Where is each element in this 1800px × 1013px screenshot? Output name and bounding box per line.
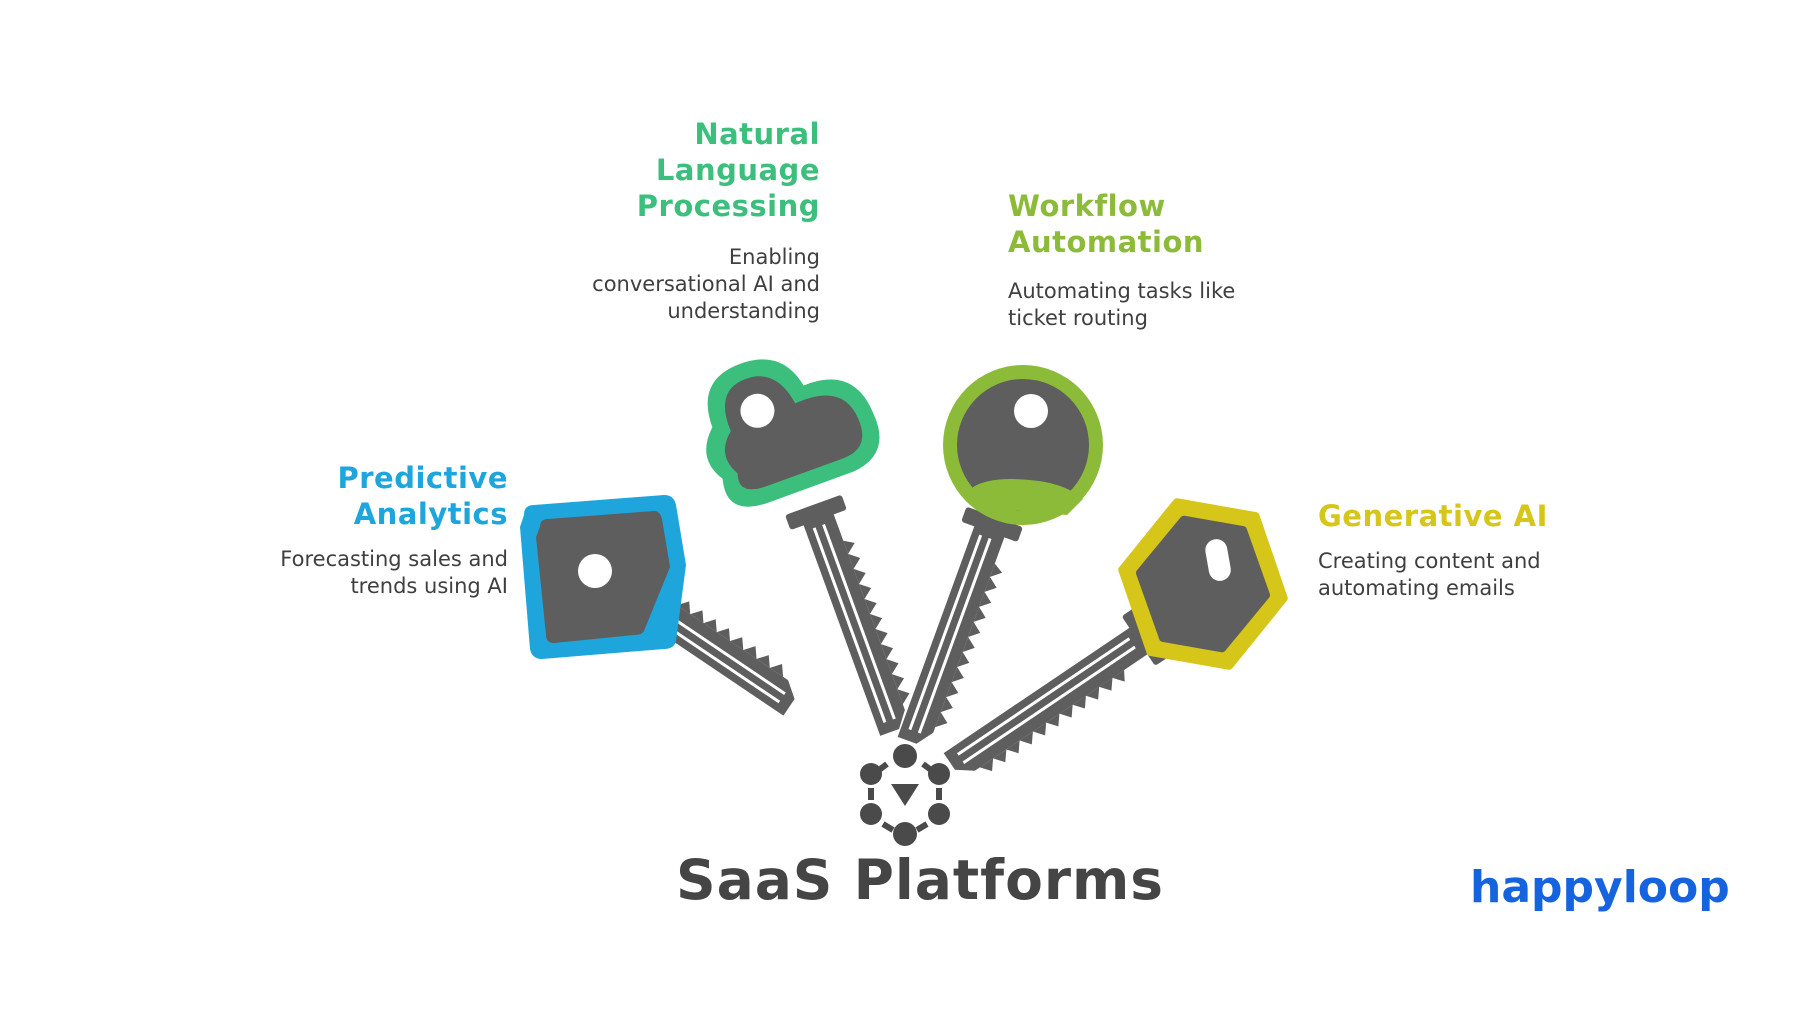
desc-line: understanding <box>667 299 820 323</box>
key-nlp <box>783 493 925 743</box>
desc-line: conversational AI and <box>592 272 820 296</box>
label-predictive: Predictive Analytics Forecasting sales a… <box>230 460 508 600</box>
label-workflow: Workflow Automation Automating tasks lik… <box>1008 188 1308 332</box>
title-line: Analytics <box>353 497 508 531</box>
label-title: Predictive Analytics <box>230 460 508 532</box>
title-line: Automation <box>1008 225 1205 259</box>
key-head-workflow <box>943 365 1103 525</box>
label-nlp: Natural Language Processing Enabling con… <box>540 116 820 325</box>
title-line: Workflow <box>1008 189 1166 223</box>
title-line: Language <box>655 153 820 187</box>
diagram-title: SaaS Platforms <box>675 848 1165 912</box>
title-line: Processing <box>636 189 820 223</box>
title-line: Generative AI <box>1318 499 1548 533</box>
label-description: Automating tasks like ticket routing <box>1008 278 1308 332</box>
desc-line: Automating tasks like <box>1008 279 1236 303</box>
desc-line: Forecasting sales and <box>280 547 508 571</box>
label-description: Creating content and automating emails <box>1318 548 1618 602</box>
desc-line: automating emails <box>1318 576 1515 600</box>
label-description: Forecasting sales and trends using AI <box>230 546 508 600</box>
title-line: Natural <box>694 117 820 151</box>
key-shaft <box>783 493 925 743</box>
key-head-nlp <box>706 359 880 507</box>
desc-line: trends using AI <box>350 574 508 598</box>
brand-logo: happyloop <box>1470 862 1730 913</box>
desc-line: ticket routing <box>1008 306 1148 330</box>
title-line: Predictive <box>337 461 508 495</box>
network-icon <box>860 744 950 846</box>
label-title: Natural Language Processing <box>540 116 820 224</box>
desc-line: Creating content and <box>1318 549 1541 573</box>
label-description: Enabling conversational AI and understan… <box>540 244 820 325</box>
label-title: Workflow Automation <box>1008 188 1308 260</box>
label-title: Generative AI <box>1318 498 1618 534</box>
label-generative: Generative AI Creating content and autom… <box>1318 498 1618 602</box>
key-head-generative <box>1118 498 1288 670</box>
key-head-predictive <box>520 495 686 659</box>
desc-line: Enabling <box>728 245 820 269</box>
